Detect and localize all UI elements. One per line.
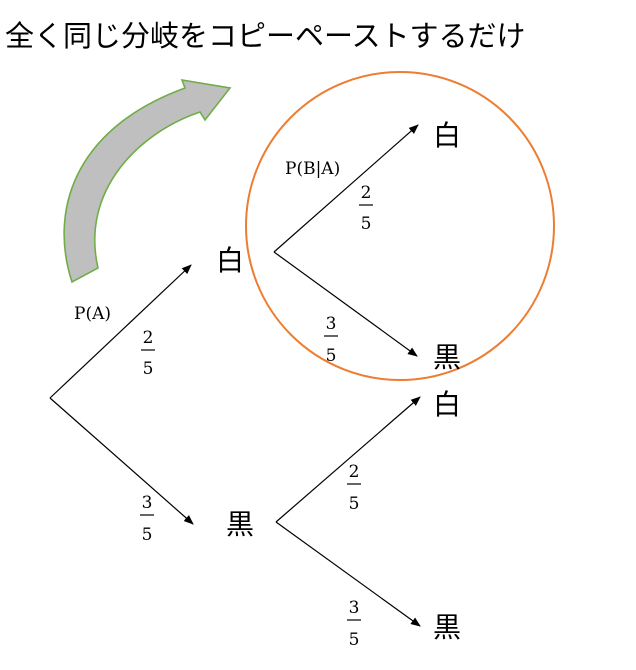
node-lower-black: 黒 [433,611,461,644]
copy-curved-arrow [63,78,232,284]
fraction-numerator: 2 [349,462,360,482]
edge-root-to-white [49,264,192,399]
node-first-white: 白 [216,244,244,277]
label-p-b-given-a: P(B|A) [285,159,340,179]
edge-root-to-black [49,397,194,525]
label-p-a: P(A) [74,304,111,324]
diagram-title: 全く同じ分岐をコピーペーストするだけ [5,19,526,53]
fraction-lower-black: 3 5 [347,598,361,650]
fraction-copy-white: 2 5 [359,183,373,234]
fraction-denominator: 5 [142,525,153,545]
edge-black-to-white [275,396,421,523]
fraction-denominator: 5 [143,359,154,379]
fraction-numerator: 3 [349,598,360,618]
fraction-denominator: 5 [326,346,337,366]
fraction-numerator: 3 [142,493,153,513]
fraction-denominator: 5 [361,214,372,234]
node-first-black: 黒 [226,508,254,541]
fraction-numerator: 2 [143,328,154,348]
node-lower-white: 白 [433,388,461,421]
fraction-numerator: 3 [326,314,337,334]
fraction-first-white: 2 5 [141,328,155,379]
fraction-first-black: 3 5 [140,493,154,545]
fraction-denominator: 5 [349,630,360,650]
edge-black-to-black [275,521,421,627]
fraction-lower-white: 2 5 [347,462,361,514]
fraction-copy-black: 3 5 [324,314,338,366]
copy-highlight-circle [245,71,555,381]
edge-white-to-white [273,124,419,253]
edge-white-to-black [273,251,418,357]
node-copy-white: 白 [433,119,461,152]
node-copy-black: 黒 [433,341,461,374]
fraction-denominator: 5 [349,494,360,514]
fraction-numerator: 2 [361,183,372,203]
